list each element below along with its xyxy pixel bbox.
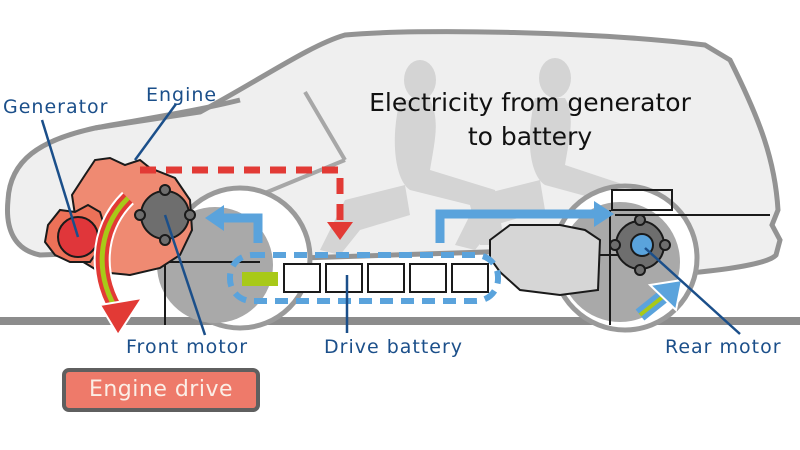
battery-cell bbox=[451, 263, 489, 293]
diagram-title: Electricity from generator to battery bbox=[335, 86, 725, 154]
rear-drivetrain bbox=[489, 224, 602, 297]
battery-to-front-motor-arrow bbox=[205, 205, 263, 243]
label-engine: Engine bbox=[146, 84, 218, 106]
title-line-1: Electricity from generator bbox=[369, 88, 691, 117]
label-drive-battery: Drive battery bbox=[324, 336, 464, 358]
label-front-motor: Front motor bbox=[126, 336, 249, 358]
label-rear-motor: Rear motor bbox=[665, 336, 782, 358]
battery-charge-indicator bbox=[242, 272, 278, 286]
title-line-2: to battery bbox=[467, 122, 593, 151]
drive-mode-badge: Engine drive bbox=[62, 368, 260, 412]
battery-cell bbox=[283, 263, 321, 293]
drive-battery bbox=[227, 252, 501, 304]
leader-lines bbox=[40, 103, 741, 336]
battery-cell bbox=[367, 263, 405, 293]
rear-drive-arrow-icon bbox=[635, 278, 684, 321]
windshield-line bbox=[94, 97, 241, 131]
engine-rotation-arrow-icon bbox=[93, 191, 145, 337]
battery-to-rear-motor-arrow bbox=[435, 201, 614, 243]
label-generator: Generator bbox=[3, 96, 109, 118]
generator-to-battery-flow-arrow bbox=[140, 166, 353, 240]
battery-cell bbox=[409, 263, 447, 293]
rear-motor bbox=[609, 214, 671, 276]
steering-column bbox=[259, 90, 347, 197]
battery-cell bbox=[325, 263, 363, 293]
road-line bbox=[0, 317, 800, 325]
